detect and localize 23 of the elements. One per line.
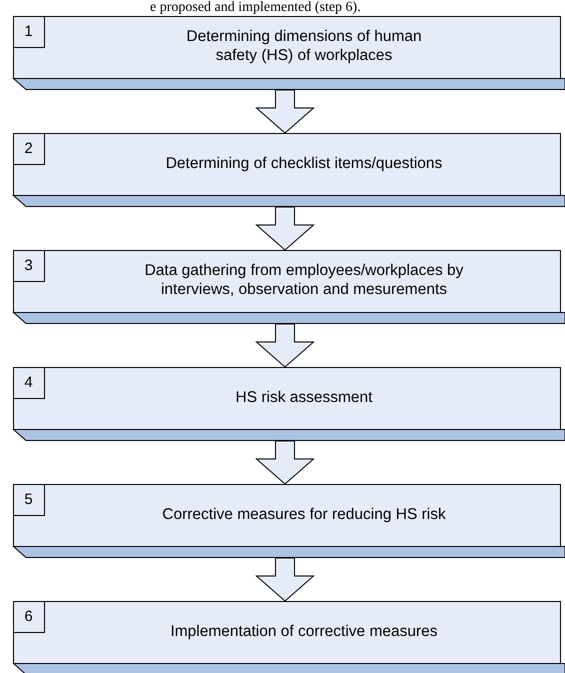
step-number: 4 [13,367,45,399]
process-step [13,250,565,324]
block-arrow [255,206,315,251]
process-step [13,16,565,90]
step-text: Implementation of corrective measures [169,622,439,642]
block-arrow [255,90,315,134]
block-arrow [255,440,315,485]
process-step [13,601,565,673]
block-arrow [255,558,315,602]
step-number: 1 [13,16,45,48]
step-number: 2 [13,133,45,165]
step-text: Determining dimensions of human safety (HS) of workplaces [185,27,423,66]
step-text: Data gathering from employees/workplaces by interviews, observation and mesurements [144,261,464,300]
step-text: Determining of checklist items/questions [164,154,444,174]
block-arrow [255,324,315,368]
step-number: 6 [13,601,45,633]
process-step [13,484,565,558]
step-text: HS risk assessment [234,388,374,408]
step-text: Corrective measures for reducing HS risk [161,504,447,525]
process-step [13,367,565,441]
step-number: 3 [13,250,45,282]
step-number: 5 [13,484,45,516]
process-step [13,133,565,207]
